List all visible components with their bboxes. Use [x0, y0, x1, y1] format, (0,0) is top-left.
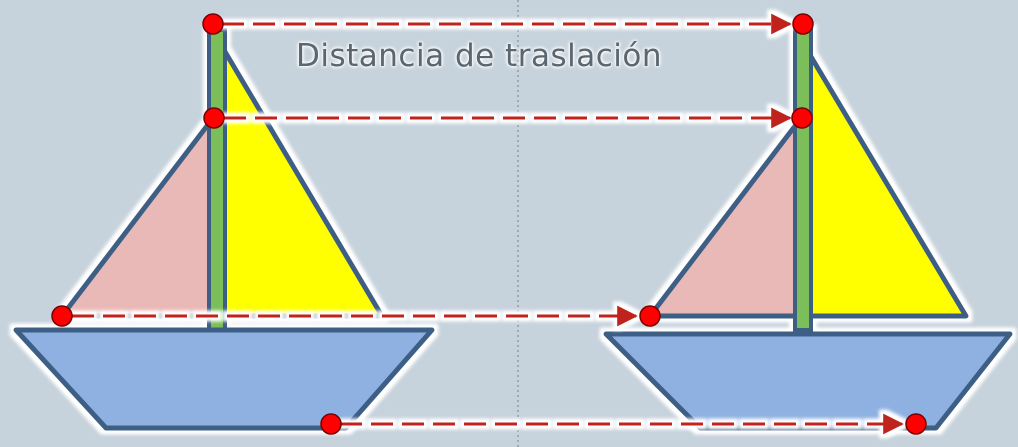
red-dot-icon	[792, 13, 814, 35]
right-boat-hull	[603, 331, 1013, 431]
left-boat	[13, 28, 435, 431]
left-boat-front-sail	[221, 47, 385, 319]
red-dot-icon	[51, 305, 73, 327]
red-dot-icon	[791, 107, 813, 129]
right-boat-front-sail	[807, 52, 969, 319]
red-dot-icon	[905, 413, 927, 435]
left-boat-back-sail	[59, 115, 216, 319]
translation-distance-label: Distancia de traslación	[296, 38, 662, 74]
red-dot-icon	[203, 107, 225, 129]
left-boat-mast	[207, 28, 227, 332]
red-dot-icon	[320, 413, 342, 435]
right-boat	[603, 28, 1013, 431]
left-boat-hull	[13, 327, 435, 431]
red-dot-icon	[639, 305, 661, 327]
translation-arrows	[72, 13, 905, 435]
right-boat-back-sail	[647, 119, 801, 319]
red-dot-icon	[202, 13, 224, 35]
right-boat-mast	[793, 28, 813, 332]
corresponding-points	[51, 13, 927, 435]
